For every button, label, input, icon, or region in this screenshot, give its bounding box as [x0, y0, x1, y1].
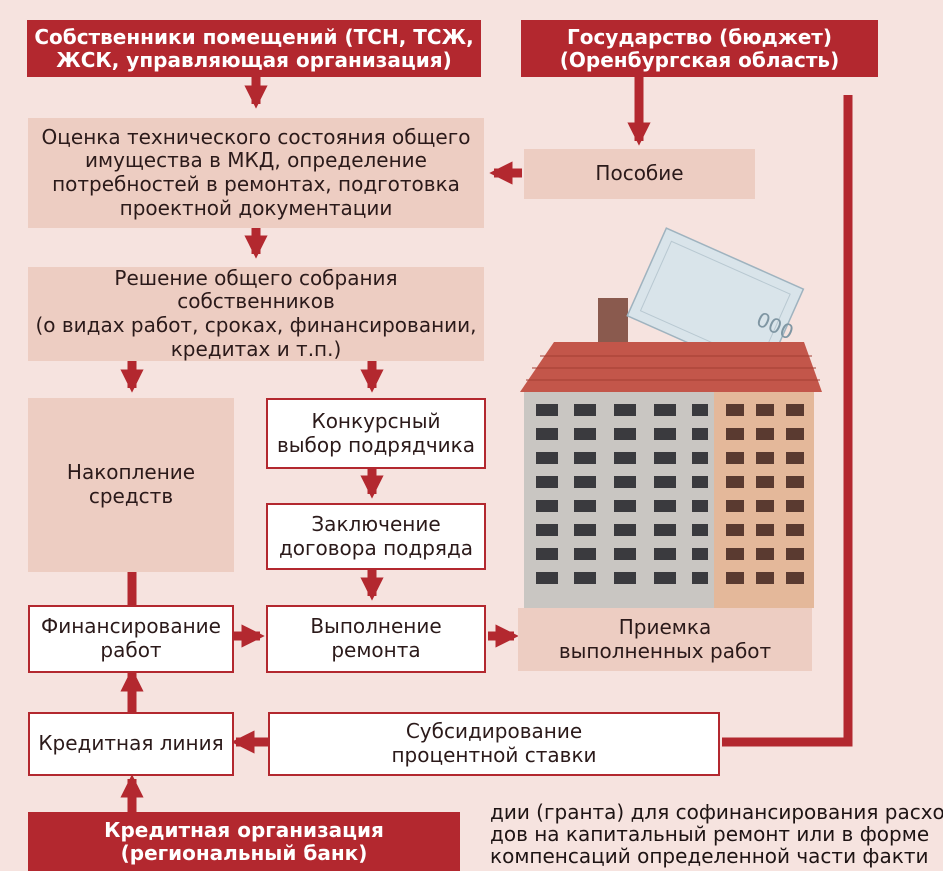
- credit-line-label: Кредитная линия: [38, 731, 224, 756]
- subsidy-label: Субсидирование процентной ставки: [391, 719, 597, 767]
- contractor-selection-label: Конкурсный выбор подрядчика: [276, 408, 476, 457]
- repair-box: Выполнение ремонта: [266, 605, 486, 673]
- assessment-label: Оценка технического состояния общего иму…: [41, 124, 471, 220]
- roof: [520, 342, 822, 392]
- body-text-line: дии (гранта) для софинансирования расхо: [490, 800, 943, 824]
- allowance-label: Пособие: [595, 161, 684, 186]
- credit-org-label: Кредитная организация (региональный банк…: [104, 817, 384, 865]
- state-budget-label: Государство (бюджет) (Оренбургская облас…: [559, 24, 840, 72]
- owners-box: Собственники помещений (ТСН, ТСЖ, ЖСК, у…: [27, 20, 481, 77]
- acceptance-box: Приемка выполненных работ: [518, 608, 812, 671]
- acceptance-label: Приемка выполненных работ: [558, 614, 772, 663]
- financing-label: Финансирование работ: [41, 614, 221, 662]
- contract-label: Заключение договора подряда: [278, 511, 474, 560]
- owners-label: Собственники помещений (ТСН, ТСЖ, ЖСК, у…: [34, 24, 474, 72]
- contract-box: Заключение договора подряда: [266, 503, 486, 570]
- body-text-line: дов на капитальный ремонт или в форме: [490, 822, 930, 846]
- contractor-selection-box: Конкурсный выбор подрядчика: [266, 398, 486, 469]
- repair-label: Выполнение ремонта: [310, 614, 442, 662]
- body-text-fragment: дии (гранта) для софинансирования расхо …: [490, 801, 943, 867]
- allowance-box: Пособие: [524, 149, 755, 199]
- assessment-box: Оценка технического состояния общего иму…: [28, 118, 484, 228]
- subsidy-box: Субсидирование процентной ставки: [268, 712, 720, 776]
- credit-line-box: Кредитная линия: [28, 712, 234, 776]
- state-budget-box: Государство (бюджет) (Оренбургская облас…: [521, 20, 878, 77]
- credit-org-box: Кредитная организация (региональный банк…: [28, 812, 460, 871]
- line-state-to-subsidy: [722, 95, 853, 747]
- building-windows: [536, 404, 708, 584]
- decision-box: Решение общего собрания собственников (о…: [28, 265, 484, 361]
- financing-box: Финансирование работ: [28, 605, 234, 673]
- body-text-line: компенсаций определенной части факти: [490, 844, 929, 868]
- accumulation-box: Накопление средств: [28, 398, 234, 572]
- accumulation-label: Накопление средств: [66, 460, 196, 508]
- chimney: [598, 298, 628, 346]
- decision-label: Решение общего собрания собственников (о…: [35, 265, 477, 361]
